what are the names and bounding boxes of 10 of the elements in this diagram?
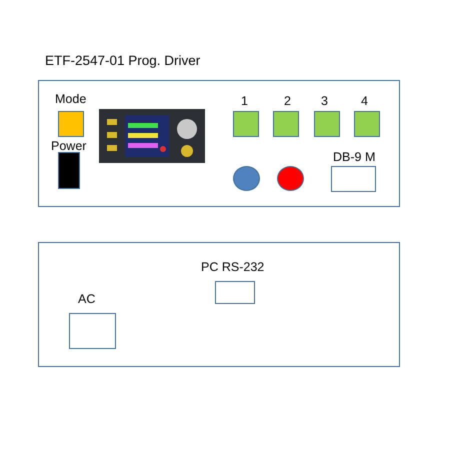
port-label: AC [78, 291, 96, 307]
button-label: 2 [284, 93, 291, 109]
port-label: DB-9 M [333, 149, 376, 165]
panel-title: ETF-2547-01 Prog. Driver [45, 53, 200, 69]
button-label: Mode [55, 91, 86, 107]
button-label: 1 [241, 93, 248, 109]
button-label: 3 [321, 93, 328, 109]
button-label: 4 [361, 93, 368, 109]
port-label: PC RS-232 [201, 259, 264, 275]
switch-label: Power [51, 138, 86, 154]
